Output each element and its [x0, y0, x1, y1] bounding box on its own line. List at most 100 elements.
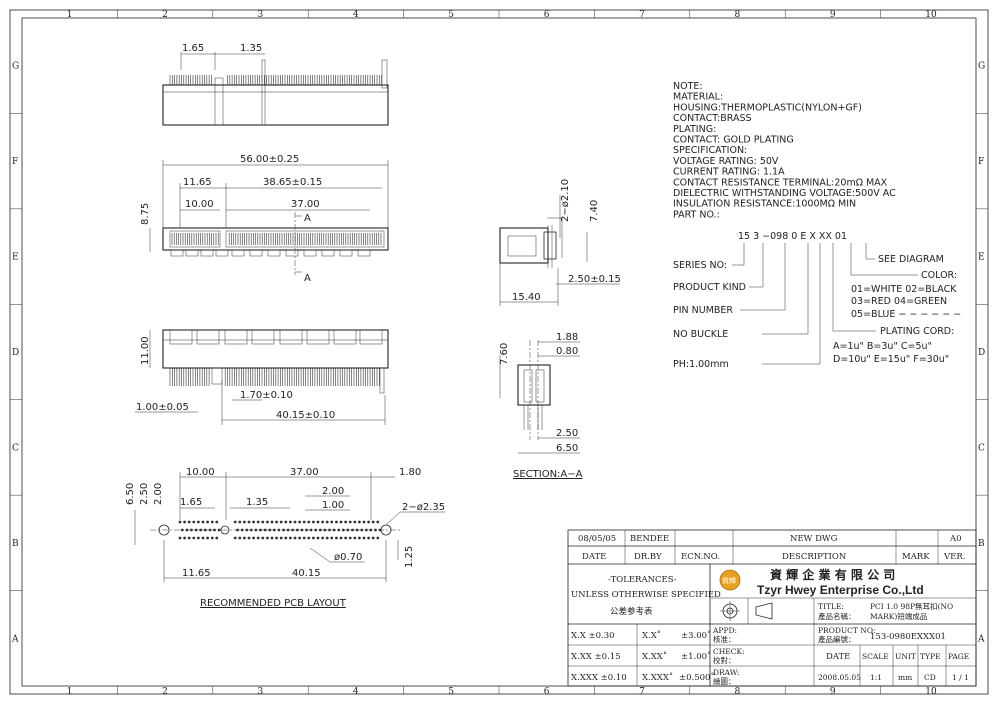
hdr-drby: DR.BY — [634, 552, 662, 562]
dim-0-80: 0.80 — [556, 346, 578, 357]
pcb-dim-1-35: 1.35 — [246, 497, 268, 508]
pcb-hole — [243, 520, 246, 524]
pcb-hole — [321, 520, 324, 524]
pcb-hole — [266, 520, 269, 524]
pcb-dim-37-00: 37.00 — [290, 467, 319, 478]
grid-col-label: 6 — [544, 10, 550, 20]
pcb-hole — [178, 520, 182, 524]
grid-col-label: 2 — [162, 10, 168, 20]
pcb-hole — [353, 520, 357, 524]
hdr-ecn: ECN.NO. — [681, 552, 720, 562]
pcb-hole — [252, 536, 256, 540]
note-line: PLATING: — [673, 124, 716, 135]
pcb-hole — [298, 520, 301, 524]
dim-15-40: 15.40 — [512, 292, 541, 303]
pcb-hole — [187, 536, 191, 540]
part-number-breakdown: 15 3 −098 0 E X XX 01 SERIES NO: PRODUCT… — [673, 231, 961, 370]
pcb-hole — [252, 520, 256, 524]
info-hdr-scale: SCALE — [862, 652, 889, 661]
pcb-hole — [201, 536, 205, 540]
tol-row-1-linear: X.X ±0.30 — [571, 631, 615, 641]
pcb-hole — [233, 520, 237, 524]
rev-by: BENDEE — [630, 534, 669, 544]
partno-plating-2: D=10u" E=15u" F=30u" — [833, 354, 949, 365]
info-page: 1 / 1 — [952, 673, 969, 682]
dim-11-00: 11.00 — [140, 336, 151, 365]
note-line: CONTACT:BRASS — [673, 113, 752, 124]
pcb-hole — [348, 520, 352, 524]
top-view: 1.65 1.35 — [162, 43, 389, 126]
plan-view-foot — [303, 249, 317, 257]
tol-row-3-angle: X.XXX˚ — [642, 671, 673, 683]
partno-color-3: 05=BLUE − − − − − − — [851, 309, 961, 320]
grid-row-label: E — [12, 253, 19, 263]
pcb-hole — [192, 536, 196, 540]
front-view-bay — [251, 329, 275, 345]
pcb-dim-1-25: 1.25 — [404, 546, 415, 568]
pcb-dim-40-15: 40.15 — [292, 568, 321, 579]
note-line: CONTACT RESISTANCE TERMINAL:20mΩ MAX — [673, 177, 888, 188]
note-line: CURRENT RATING: 1.1A — [673, 167, 785, 178]
pcb-hole — [266, 536, 269, 540]
dim-8-75: 8.75 — [140, 203, 151, 225]
pcb-hole — [316, 520, 320, 524]
pcb-hole — [203, 528, 207, 532]
pcb-hole — [335, 520, 338, 524]
front-view-bay — [279, 329, 303, 345]
section-arrow-a-top: A — [304, 213, 311, 224]
front-view: 11.00 1.70±0.10 1.00±0.05 40.15±0.10 — [135, 329, 389, 425]
tol-row-2-angle: X.XX˚ — [642, 650, 667, 662]
product-no-value: 153-0980EXXX01 — [870, 632, 946, 642]
pcb-hole — [293, 520, 297, 524]
dim-1-88: 1.88 — [556, 332, 578, 343]
pcb-dim-2-00-v: 2.00 — [153, 483, 164, 505]
draw-label-en: DRAW: — [713, 668, 739, 677]
section-a-a: 7.60 1.88 0.80 2.50 6.50 SECTION:A−A — [499, 332, 583, 480]
info-type: CD — [924, 673, 936, 682]
front-view-bay — [359, 329, 383, 345]
pcb-hole — [293, 536, 297, 540]
grid-row-label: D — [978, 348, 985, 358]
pcb-hole — [371, 536, 375, 540]
pcb-hole — [339, 520, 343, 524]
pcb-dim-6-50: 6.50 — [125, 483, 136, 505]
tol-unless: UNLESS OTHERWISE SPECIFIED — [571, 590, 721, 600]
plan-view-foot — [249, 249, 263, 257]
pcb-hole — [233, 536, 237, 540]
grid-col-label: 8 — [735, 687, 741, 697]
grid-col-label: 7 — [639, 10, 645, 20]
grid-row-label: A — [11, 634, 19, 644]
pcb-hole — [298, 536, 301, 540]
dim-2-50-section: 2.50 — [556, 428, 578, 439]
grid-col-label: 8 — [735, 10, 741, 20]
tol-row-1-angle-value: ±3.00˚ — [681, 629, 711, 641]
pcb-hole — [312, 536, 315, 540]
pcb-hole — [360, 528, 364, 532]
pcb-hole — [275, 520, 278, 524]
notes-block: NOTE:MATERIAL:HOUSING:THERMOPLASTIC(NYLO… — [673, 81, 896, 220]
front-view-bay — [306, 329, 330, 345]
pcb-hole — [300, 528, 304, 532]
plan-view-foot — [170, 249, 184, 257]
note-line: NOTE: — [673, 81, 703, 92]
pcb-hole — [243, 536, 246, 540]
grid-row-label: G — [12, 62, 19, 72]
company-logo-text: 資輝 — [722, 576, 736, 585]
pcb-hole — [183, 520, 187, 524]
grid-row-label: C — [12, 443, 19, 453]
grid-row-label: G — [978, 62, 985, 72]
partno-pin: PIN NUMBER — [673, 305, 733, 316]
pcb-hole — [238, 536, 242, 540]
plan-view-foot — [357, 249, 371, 257]
plan-view-foot — [215, 249, 229, 257]
pcb-hole — [206, 520, 210, 524]
pcb-hole — [183, 536, 187, 540]
pcb-hole — [339, 536, 343, 540]
pcb-hole — [201, 520, 205, 524]
pcb-hole — [247, 520, 251, 524]
grid-col-label: 7 — [639, 687, 645, 697]
product-no-label-cn: 產品編號： — [818, 634, 856, 644]
dim-6-50-section: 6.50 — [556, 443, 578, 454]
grid-row-label: D — [12, 348, 19, 358]
